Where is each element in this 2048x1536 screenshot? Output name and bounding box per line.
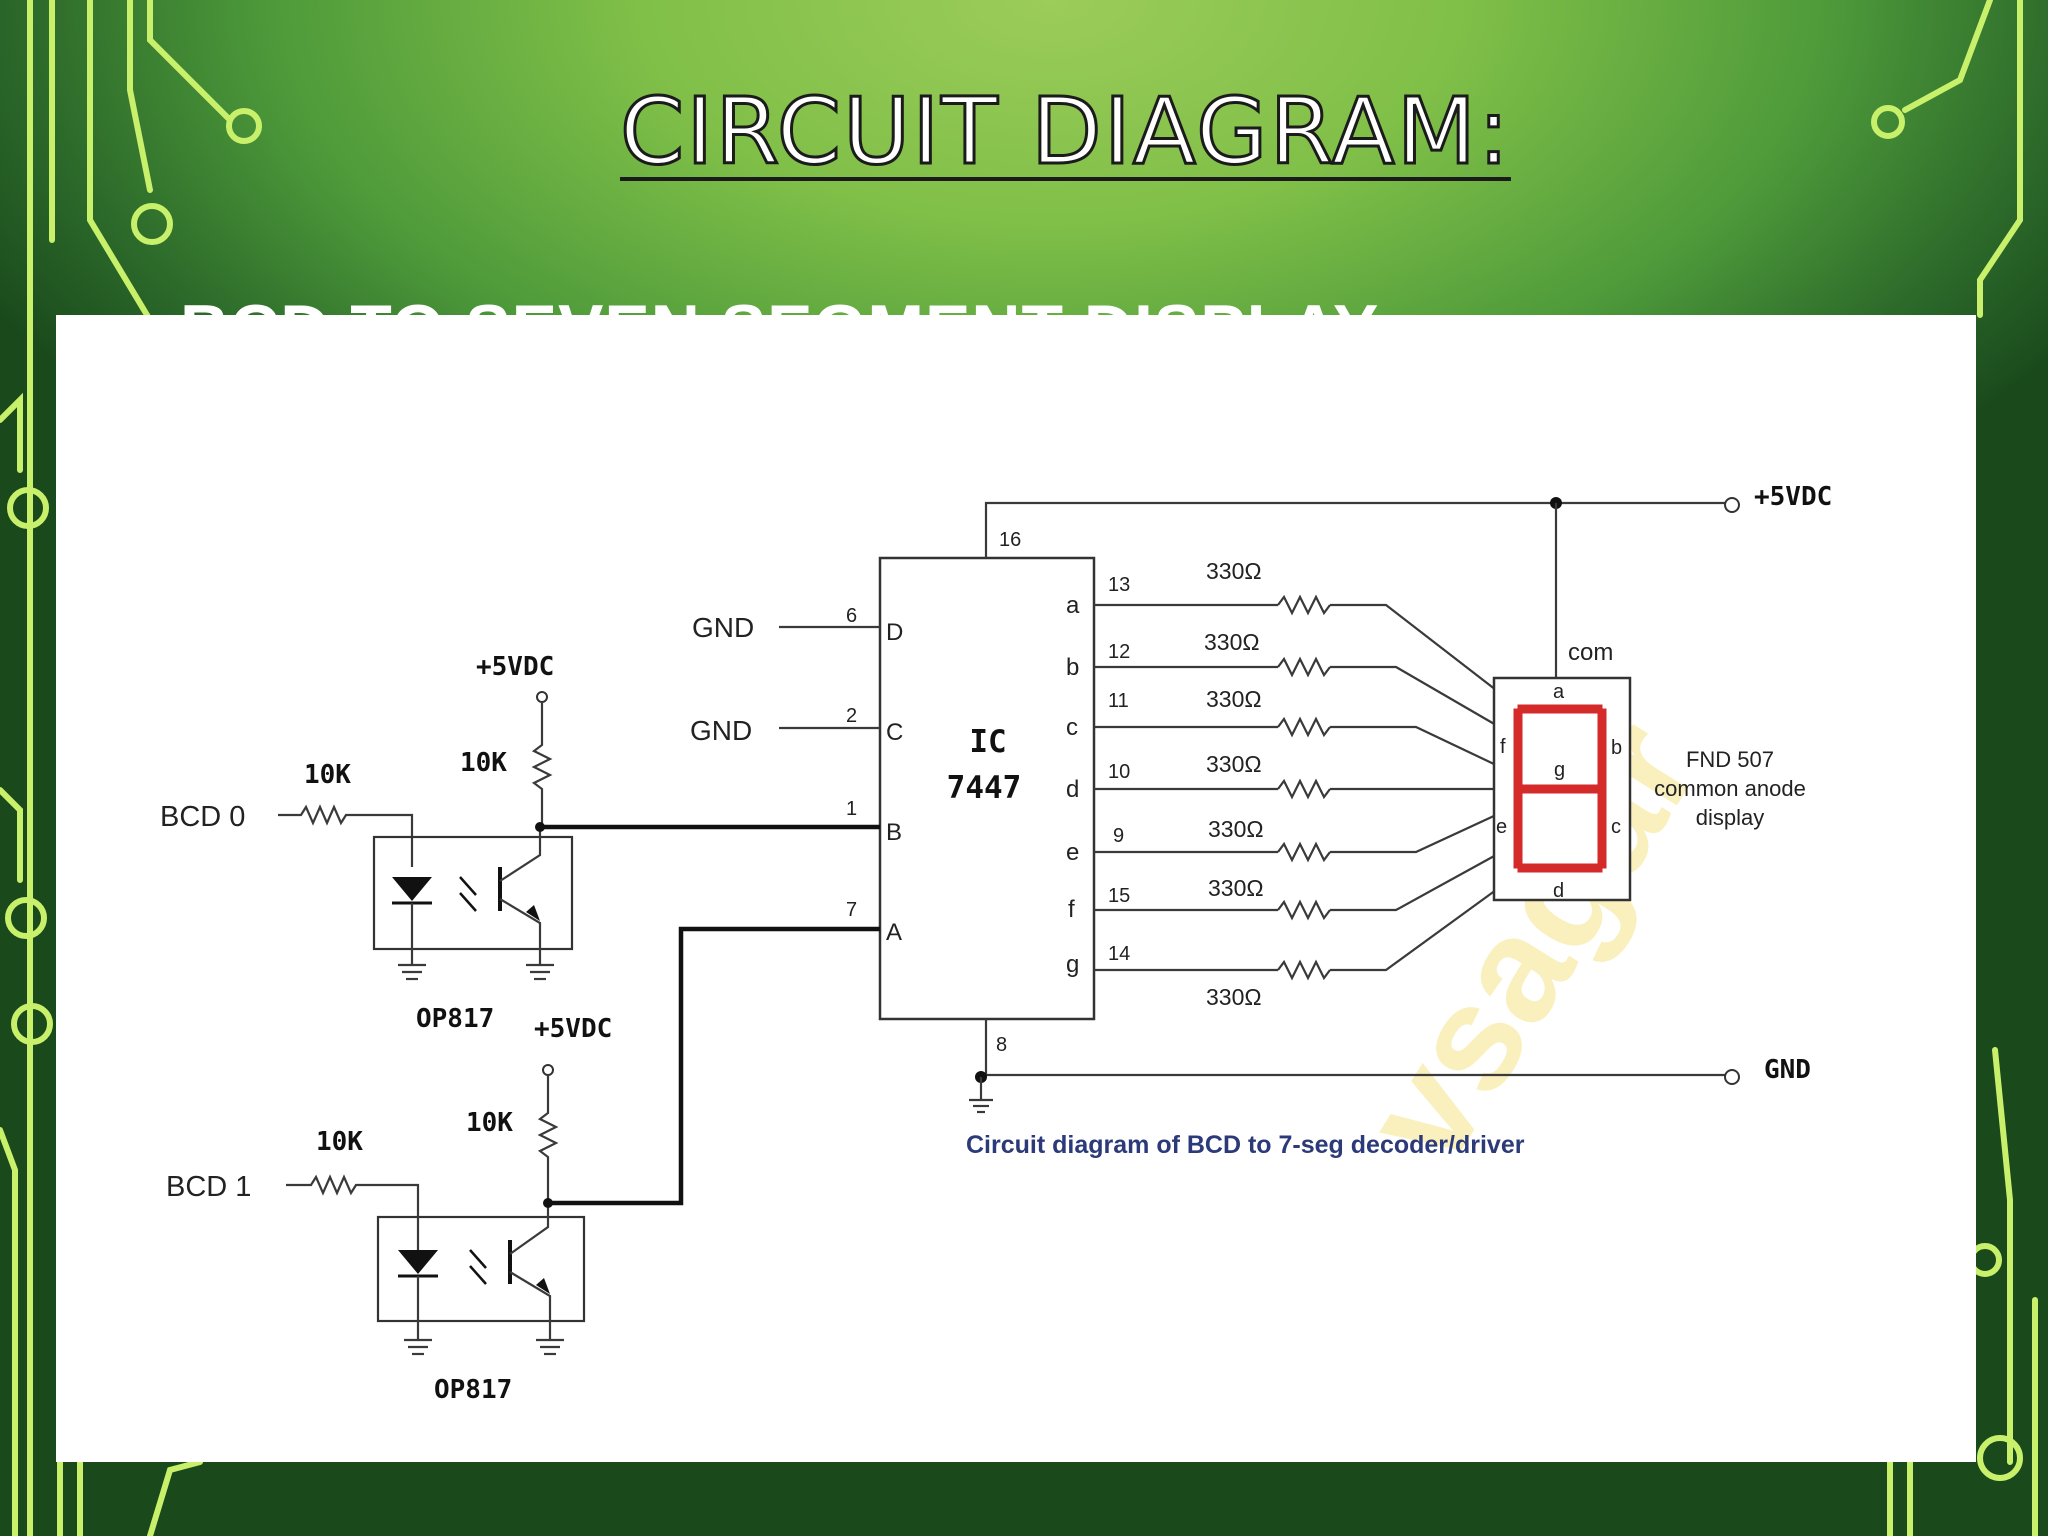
optocoupler-bcd0: BCD 0 10K +5VDC 10K OP817 [160,652,880,1034]
segment-label: g [1554,759,1565,781]
display-label: display [1696,805,1764,830]
pin-number: 1 [846,798,857,820]
ic-output-e: e [1066,839,1079,866]
gnd-input-label: GND [692,612,754,643]
ic-output-c: c [1066,714,1078,741]
ic-input-d: D [886,619,903,646]
pin-number: 12 [1108,641,1130,663]
gnd-label: GND [1764,1055,1811,1085]
pullup-vcc-label: +5VDC [534,1014,612,1044]
pullup-resistor-label: 10K [466,1108,513,1138]
pin-number: 6 [846,605,857,627]
ic-7447: IC 7447 D C B A 6 2 1 7 a b c d e f g 13… [846,529,1130,1056]
pin-number: 2 [846,705,857,727]
ic-input-b: B [886,819,902,846]
diagram-caption: Circuit diagram of BCD to 7-seg decoder/… [966,1131,1525,1159]
segment-label: d [1553,880,1564,902]
vcc-rail: +5VDC com [984,482,1832,680]
diagram-panel [56,315,1976,1462]
gnd-rail: GND [969,1019,1811,1114]
pin-number: 14 [1108,943,1130,965]
ic-input-c: C [886,719,903,746]
resistor-label: 330Ω [1206,984,1262,1010]
resistor-label: 330Ω [1206,751,1262,777]
ic-output-b: b [1066,654,1079,681]
resistor-label: 330Ω [1206,558,1262,584]
pin-number-vcc: 16 [999,529,1021,551]
segment-label: a [1553,681,1565,703]
pullup-resistor-label: 10K [460,748,507,778]
pin-number: 15 [1108,885,1130,907]
input-resistor-label: 10K [304,760,351,790]
ic-input-a: A [886,919,902,946]
ic-output-d: d [1066,776,1079,803]
page-title: CIRCUIT DIAGRAM: [619,77,1511,187]
segment-label: f [1500,736,1506,758]
ic-output-a: a [1066,592,1080,619]
ic-output-f: f [1068,896,1075,923]
pin-number: 10 [1108,761,1130,783]
gnd-input-label: GND [690,715,752,746]
gnd-inputs: GND GND [690,612,880,746]
pin-number: 11 [1108,690,1129,712]
ic-label-line2: 7447 [947,770,1022,806]
pullup-vcc-label: +5VDC [476,652,554,682]
circuit-diagram: vsagar IC 7447 D C B A 6 2 1 7 a b c d e… [160,482,1832,1405]
pin-number: 13 [1108,574,1130,596]
input-resistor-label: 10K [316,1127,363,1157]
resistor-label: 330Ω [1208,816,1264,842]
ic-output-g: g [1066,951,1079,978]
display-label: FND 507 [1686,747,1774,772]
vcc-label: +5VDC [1754,482,1832,512]
optocoupler-label: OP817 [434,1375,512,1405]
segment-label: c [1611,816,1621,838]
optocoupler-label: OP817 [416,1004,494,1034]
resistor-label: 330Ω [1206,686,1262,712]
optocoupler-bcd1: BCD 1 10K +5VDC 10K OP817 [166,926,880,1405]
bcd1-label: BCD 1 [166,1171,251,1203]
com-label: com [1568,639,1613,666]
resistor-label: 330Ω [1204,629,1260,655]
bcd0-label: BCD 0 [160,801,245,833]
segment-resistors: 330Ω 330Ω 330Ω 330Ω 330Ω 330Ω 330Ω [1094,558,1497,1010]
resistor-label: 330Ω [1208,875,1264,901]
pin-number: 9 [1113,825,1124,847]
pin-number-gnd: 8 [996,1034,1007,1056]
ic-label-line1: IC [969,724,1006,760]
display-label: common anode [1654,776,1806,801]
segment-label: b [1611,737,1622,759]
seven-segment-display: a b c d e f g FND 507 common anode displ… [1492,676,1806,902]
segment-label: e [1496,816,1507,838]
pin-number: 7 [846,899,857,921]
